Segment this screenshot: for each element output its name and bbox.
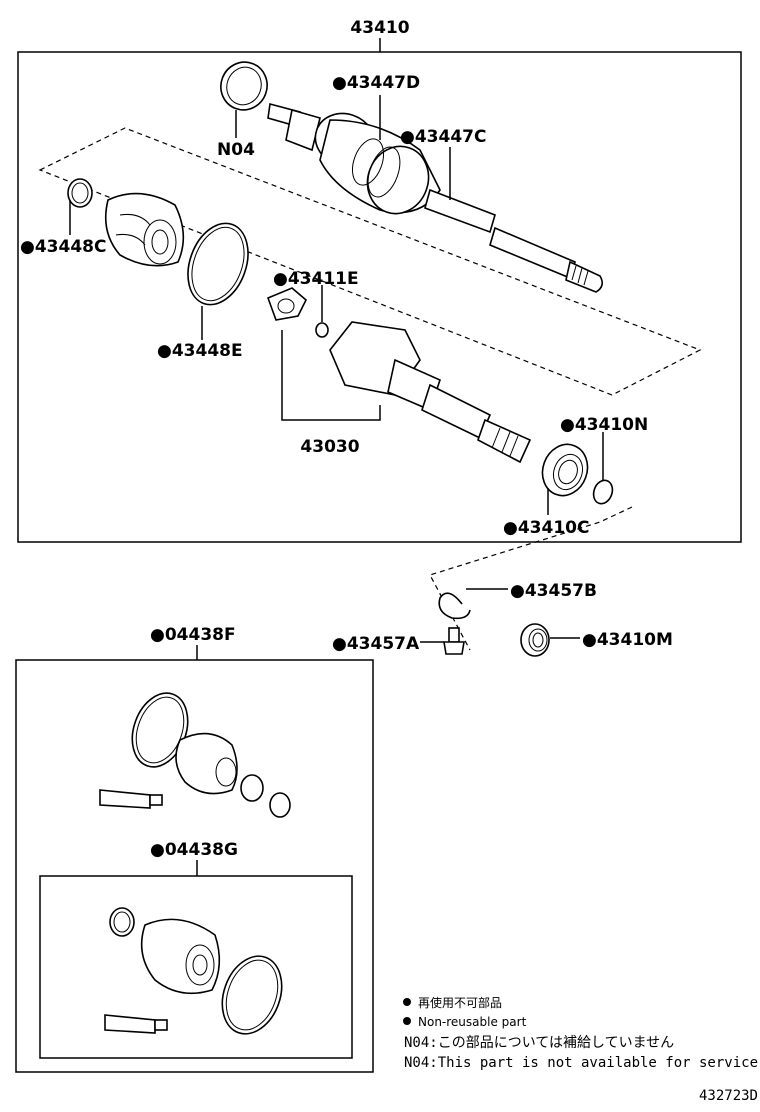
legend-bullet-en [403, 1017, 411, 1025]
leader-43030 [281, 330, 381, 421]
snap-ring-43457b-part [438, 592, 471, 620]
legend-jp-line: 再使用不可部品 [418, 995, 502, 1010]
legend-en-line: Non-reusable part [418, 1015, 527, 1029]
drive-shaft-outer-part [267, 102, 604, 293]
label-n04: N04 [217, 140, 255, 160]
legend-n04-en: N04:This part is not available for servi… [404, 1055, 758, 1071]
label-43457b: ●43457B [510, 581, 597, 601]
kit-04438g-frame [39, 875, 353, 1059]
n04-ring-part [220, 61, 268, 111]
bearing-43410m-part [520, 623, 550, 657]
kit-g-small-clamp [109, 907, 135, 937]
label-43448e: ●43448E [157, 341, 243, 361]
label-43410m: ●43410M [582, 630, 673, 650]
label-04438g: ●04438G [150, 840, 238, 860]
inner-boot-part [104, 192, 185, 267]
legend-bullet-jp [403, 998, 411, 1006]
tripod-joint-part [266, 287, 307, 321]
label-43410n: ●43410N [560, 415, 648, 435]
label-43448c: ●43448C [20, 237, 106, 257]
diagram-id: 432723D [699, 1088, 758, 1104]
label-43410: 43410 [350, 18, 409, 38]
kit-04438f-frame [15, 659, 374, 1073]
subassembly-dashed-region [38, 127, 702, 396]
kit-g-grease-tube [104, 1014, 168, 1034]
kit-f-grease-tube [99, 789, 163, 809]
snap-ring-part [315, 322, 329, 338]
kit-f-small-clamp-2 [269, 792, 291, 818]
label-04438f: ●04438F [150, 625, 236, 645]
label-43410c: ●43410C [503, 518, 589, 538]
bearing-43410c-part [541, 443, 589, 497]
label-43457a: ●43457A [332, 634, 420, 654]
legend-n04-jp: N04:この部品については補給していません [404, 1035, 674, 1051]
clamp-43448c-part [67, 178, 93, 208]
assembly-frame [17, 51, 742, 543]
kit-f-boot [175, 732, 238, 795]
label-43447c: ●43447C [400, 127, 486, 147]
inner-joint-shaft-part [329, 321, 532, 464]
oring-43410n-part [592, 479, 614, 505]
kit-f-small-clamp-1 [240, 774, 264, 802]
bolt-43457a-part [443, 627, 465, 655]
kit-g-large-clamp [221, 955, 283, 1035]
label-43447d: ●43447D [332, 73, 420, 93]
clamp-43448e-part [187, 222, 249, 306]
label-43411e: ●43411E [273, 269, 359, 289]
label-43030: 43030 [300, 437, 359, 457]
kit-f-large-clamp [131, 692, 189, 768]
kit-g-boot [140, 918, 221, 995]
